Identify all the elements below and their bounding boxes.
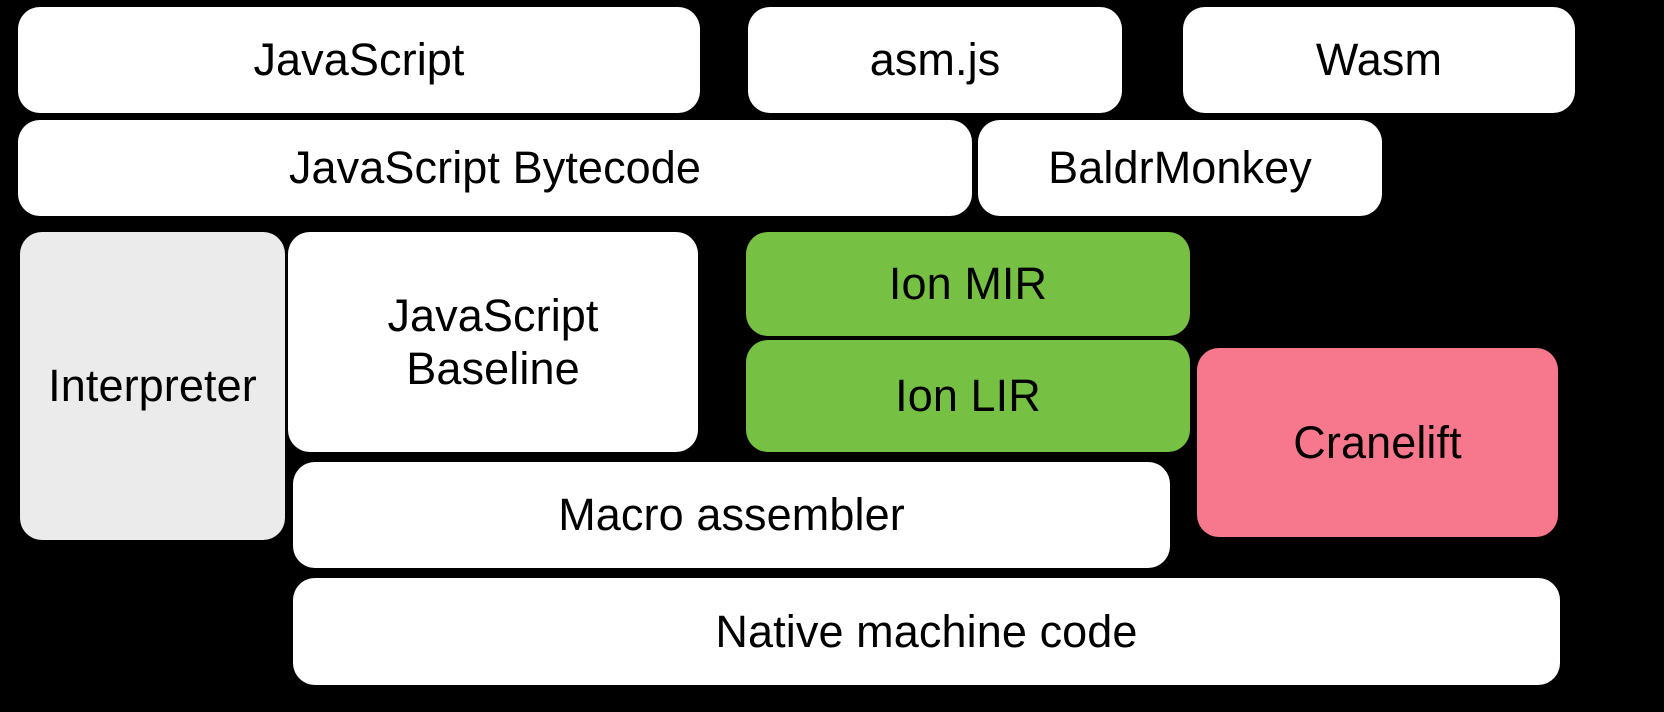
node-macro-assembler[interactable]: Macro assembler (293, 462, 1170, 568)
node-baldrmonkey[interactable]: BaldrMonkey (978, 120, 1382, 216)
node-cranelift[interactable]: Cranelift (1197, 348, 1558, 537)
node-javascript-baseline[interactable]: JavaScript Baseline (288, 232, 698, 452)
node-ion-mir[interactable]: Ion MIR (746, 232, 1190, 336)
node-javascript[interactable]: JavaScript (18, 7, 700, 113)
node-ion-lir[interactable]: Ion LIR (746, 340, 1190, 452)
node-wasm[interactable]: Wasm (1183, 7, 1575, 113)
node-native-machine-code[interactable]: Native machine code (293, 578, 1560, 685)
node-asmjs[interactable]: asm.js (748, 7, 1122, 113)
node-interpreter[interactable]: Interpreter (20, 232, 285, 540)
node-javascript-bytecode[interactable]: JavaScript Bytecode (18, 120, 972, 216)
